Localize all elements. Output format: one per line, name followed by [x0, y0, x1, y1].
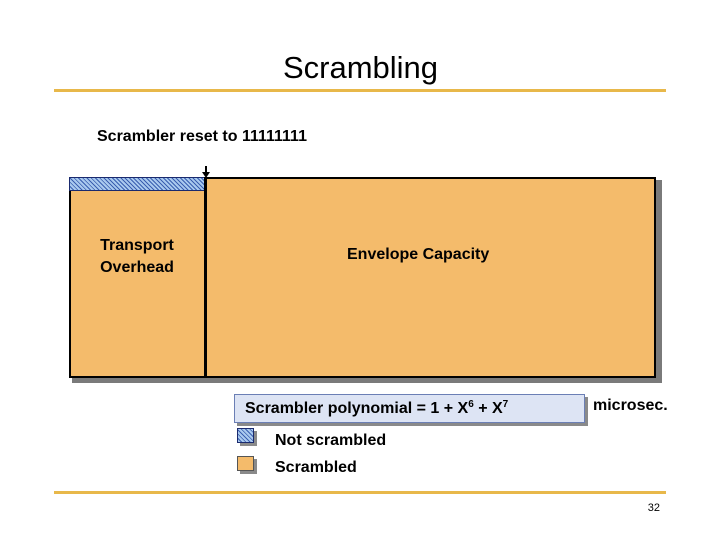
not-scrambled-region	[69, 177, 206, 191]
legend-scrambled-label: Scrambled	[275, 459, 357, 476]
transport-overhead-divider	[204, 177, 207, 378]
polynomial-box: Scrambler polynomial = 1 + X6 + X7	[234, 394, 585, 423]
reset-arrow-line	[205, 166, 207, 176]
legend-scrambled-swatch	[237, 456, 254, 471]
sonet-frame	[69, 177, 656, 378]
polynomial-exp2: 7	[502, 399, 509, 410]
reset-arrow-head	[202, 172, 210, 178]
scrambler-reset-label: Scrambler reset to 11111111	[97, 128, 307, 145]
microsec-label: microsec.	[593, 397, 668, 414]
transport-overhead-line1: Transport	[100, 237, 174, 254]
slide-title: Scrambling	[282, 50, 439, 85]
legend-not-scrambled-swatch	[237, 428, 254, 443]
legend-not-scrambled-label: Not scrambled	[275, 432, 387, 449]
transport-overhead-line2: Overhead	[100, 259, 174, 276]
page-number: 32	[647, 502, 660, 514]
polynomial-exp1: 6	[468, 399, 474, 410]
bottom-rule	[54, 491, 666, 494]
polynomial-mid: + X	[473, 400, 503, 417]
polynomial-prefix: Scrambler polynomial = 1 + X	[245, 400, 469, 417]
envelope-capacity-label: Envelope Capacity	[347, 246, 490, 263]
transport-overhead-label: Transport Overhead	[70, 235, 204, 279]
top-rule	[54, 89, 666, 92]
